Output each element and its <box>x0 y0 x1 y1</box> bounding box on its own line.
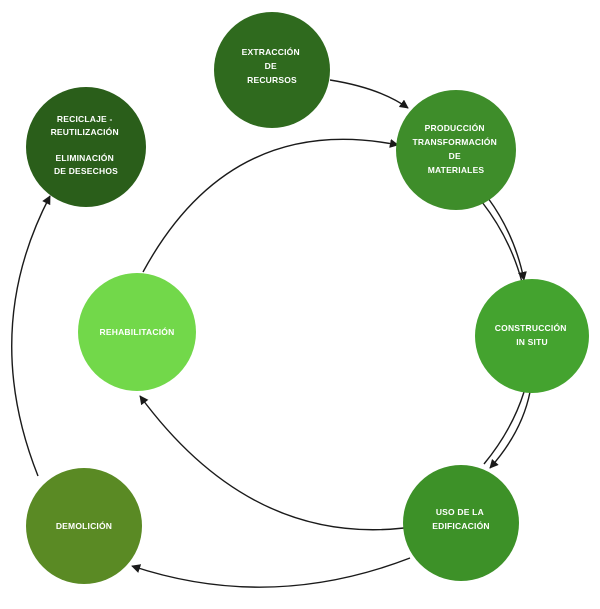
node-produccion-line-4: MATERIALES <box>428 165 485 175</box>
node-produccion-circle <box>396 90 516 210</box>
node-construccion-line-2: IN SITU <box>516 337 548 347</box>
arrow-extraccion-to-produccion <box>329 79 409 109</box>
node-rehabilitacion: REHABILITACIÓN <box>78 273 196 391</box>
node-uso-line-2: EDIFICACIÓN <box>432 520 489 531</box>
node-extraccion: EXTRACCIÓN DE RECURSOS <box>214 12 330 128</box>
node-construccion-line-1: CONSTRUCCIÓN <box>495 322 567 333</box>
node-reciclaje-circle <box>26 87 146 207</box>
node-demolicion-label: DEMOLICIÓN <box>56 520 112 531</box>
node-uso-label: USO DE LA EDIFICACIÓN <box>432 507 489 531</box>
node-extraccion-line-3: RECURSOS <box>247 75 297 85</box>
node-extraccion-line-1: EXTRACCIÓN <box>242 46 300 57</box>
node-demolicion: DEMOLICIÓN <box>26 468 142 584</box>
node-rehabilitacion-label: REHABILITACIÓN <box>100 326 175 337</box>
node-uso-line-1: USO DE LA <box>436 507 484 517</box>
node-reciclaje-line-1: RECICLAJE - <box>57 114 113 124</box>
node-extraccion-circle <box>214 12 330 128</box>
node-reciclaje-label: RECICLAJE - REUTILIZACIÓN ELIMINACIÓN DE… <box>51 114 122 176</box>
node-reciclaje: RECICLAJE - REUTILIZACIÓN ELIMINACIÓN DE… <box>26 87 146 207</box>
arrow-uso-to-rehabilitacion <box>139 395 405 531</box>
connectors <box>11 79 531 588</box>
node-demolicion-circle <box>26 468 142 584</box>
node-rehabilitacion-line-1: REHABILITACIÓN <box>100 326 175 337</box>
arrow-construccion-to-uso-b <box>483 391 525 465</box>
node-produccion-line-3: DE <box>449 151 461 161</box>
node-rehabilitacion-circle <box>78 273 196 391</box>
node-demolicion-line-1: DEMOLICIÓN <box>56 520 112 531</box>
node-construccion: CONSTRUCCIÓN IN SITU <box>475 279 589 393</box>
node-reciclaje-line-4: ELIMINACIÓN <box>56 152 114 163</box>
node-produccion-line-1: PRODUCCIÓN <box>425 122 485 133</box>
arrow-produccion-to-construccion-b <box>481 201 523 283</box>
node-extraccion-line-2: DE <box>265 61 277 71</box>
node-construccion-label: CONSTRUCCIÓN IN SITU <box>495 322 569 347</box>
node-produccion-line-2: TRANSFORMACIÓN <box>412 136 497 147</box>
node-uso-circle <box>403 465 519 581</box>
node-extraccion-label: EXTRACCIÓN DE RECURSOS <box>242 46 303 85</box>
node-reciclaje-line-5: DE DESECHOS <box>54 166 118 176</box>
node-produccion: PRODUCCIÓN TRANSFORMACIÓN DE MATERIALES <box>396 90 516 210</box>
node-uso: USO DE LA EDIFICACIÓN <box>403 465 519 581</box>
arrow-produccion-to-construccion-a <box>487 197 527 281</box>
node-construccion-circle <box>475 279 589 393</box>
arrow-uso-to-demolicion <box>131 557 411 588</box>
arrow-construccion-to-uso-a <box>489 391 531 469</box>
node-produccion-label: PRODUCCIÓN TRANSFORMACIÓN DE MATERIALES <box>412 122 499 175</box>
arrow-rehabilitacion-to-produccion <box>142 138 399 273</box>
node-reciclaje-line-2: REUTILIZACIÓN <box>51 126 119 137</box>
arrow-demolicion-to-reciclaje <box>11 195 51 477</box>
